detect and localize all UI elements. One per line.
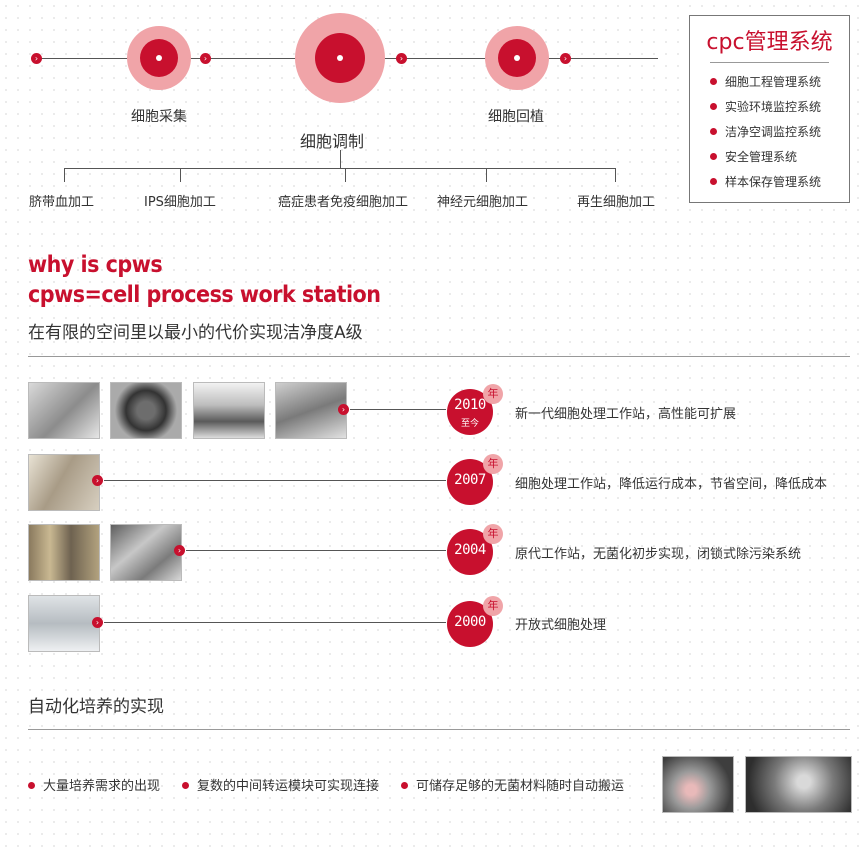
why-heading: why is cpws [28, 252, 163, 278]
chevron-right-icon: › [92, 617, 103, 628]
equipment-photo [193, 382, 265, 439]
automation-item: 大量培养需求的出现 [28, 775, 160, 794]
cpws-definition: cpws=cell process work station [28, 282, 381, 308]
automation-item: 可储存足够的无菌材料随时自动搬运 [401, 775, 624, 794]
automation-item: 复数的中间转运模块可实现连接 [182, 775, 379, 794]
cpc-item: 细胞工程管理系统 [710, 73, 821, 90]
year-value: 2007 [454, 472, 486, 488]
timeline-desc: 开放式细胞处理 [515, 618, 607, 633]
divider [28, 729, 850, 730]
automation-item-label: 可储存足够的无菌材料随时自动搬运 [416, 779, 625, 794]
chevron-right-icon: › [31, 53, 42, 64]
tree-leg [64, 168, 65, 182]
cpc-item-label: 安全管理系统 [725, 150, 798, 164]
divider [28, 356, 850, 357]
cpc-item: 样本保存管理系统 [710, 173, 821, 190]
automation-photo [745, 756, 852, 813]
equipment-photo [28, 382, 100, 439]
bullet-dot-icon [710, 103, 717, 110]
stage-reimplant-label: 细胞回植 [488, 109, 544, 125]
automation-item-label: 复数的中间转运模块可实现连接 [197, 779, 380, 794]
connector-line [104, 622, 446, 623]
bullet-dot-icon [401, 782, 408, 789]
cpc-item-label: 样本保存管理系统 [725, 175, 822, 189]
connector-line [104, 480, 446, 481]
divider [710, 62, 829, 63]
sub-item: IPS细胞加工 [144, 195, 216, 210]
tree-leg [180, 168, 181, 182]
tagline: 在有限的空间里以最小的代价实现洁净度A级 [28, 323, 363, 343]
lab-photo [28, 454, 100, 511]
year-value: 2010 [454, 397, 486, 413]
cpc-item-label: 洁净空调监控系统 [725, 125, 822, 139]
tree-branch [64, 168, 615, 169]
year-unit: 年 [483, 596, 503, 616]
connector-line [350, 409, 446, 410]
stage-reimplant-icon [485, 26, 549, 90]
sub-item: 脐带血加工 [29, 195, 95, 210]
year-unit: 年 [483, 384, 503, 404]
lab-photo [28, 524, 100, 581]
sub-item: 再生细胞加工 [577, 195, 656, 210]
chevron-right-icon: › [92, 475, 103, 486]
chevron-right-icon: › [560, 53, 571, 64]
automation-photo [662, 756, 734, 813]
cpc-item: 实验环境监控系统 [710, 98, 821, 115]
year-unit: 年 [483, 524, 503, 544]
tree-leg [486, 168, 487, 182]
cpc-item-label: 实验环境监控系统 [725, 100, 822, 114]
cpc-item-label: 细胞工程管理系统 [725, 75, 822, 89]
connector-line [186, 550, 446, 551]
automation-title: 自动化培养的实现 [28, 697, 164, 717]
equipment-photo [275, 382, 347, 439]
lab-photo [28, 595, 100, 652]
automation-item-label: 大量培养需求的出现 [43, 779, 161, 794]
bullet-dot-icon [182, 782, 189, 789]
lab-photo [110, 524, 182, 581]
year-value: 2000 [454, 614, 486, 630]
timeline-desc: 细胞处理工作站，降低运行成本，节省空间，降低成本 [515, 477, 828, 492]
sub-item: 神经元细胞加工 [437, 195, 529, 210]
bullet-dot-icon [28, 782, 35, 789]
cpc-title: cpc管理系统 [706, 30, 833, 55]
year-value: 2004 [454, 542, 486, 558]
stage-collect-label: 细胞采集 [131, 109, 187, 125]
tree-leg [615, 168, 616, 182]
sub-item: 癌症患者免疫细胞加工 [278, 195, 409, 210]
timeline-desc: 新一代细胞处理工作站，高性能可扩展 [515, 407, 737, 422]
bullet-dot-icon [710, 128, 717, 135]
chevron-right-icon: › [396, 53, 407, 64]
chevron-right-icon: › [338, 404, 349, 415]
equipment-photo [110, 382, 182, 439]
stage-modulate-label: 细胞调制 [300, 132, 365, 151]
cpc-item: 洁净空调监控系统 [710, 123, 821, 140]
timeline-desc: 原代工作站，无菌化初步实现，闭锁式除污染系统 [515, 547, 802, 562]
chevron-right-icon: › [200, 53, 211, 64]
chevron-right-icon: › [174, 545, 185, 556]
bullet-dot-icon [710, 153, 717, 160]
cpc-system-panel: cpc管理系统 细胞工程管理系统 实验环境监控系统 洁净空调监控系统 安全管理系… [689, 15, 850, 203]
stage-modulate-icon [295, 13, 385, 103]
year-since: 至今 [460, 419, 479, 429]
cpc-item: 安全管理系统 [710, 148, 797, 165]
tree-leg [345, 168, 346, 182]
year-unit: 年 [483, 454, 503, 474]
stage-collect-icon [127, 26, 191, 90]
tree-stem [340, 150, 341, 168]
bullet-dot-icon [710, 178, 717, 185]
bullet-dot-icon [710, 78, 717, 85]
